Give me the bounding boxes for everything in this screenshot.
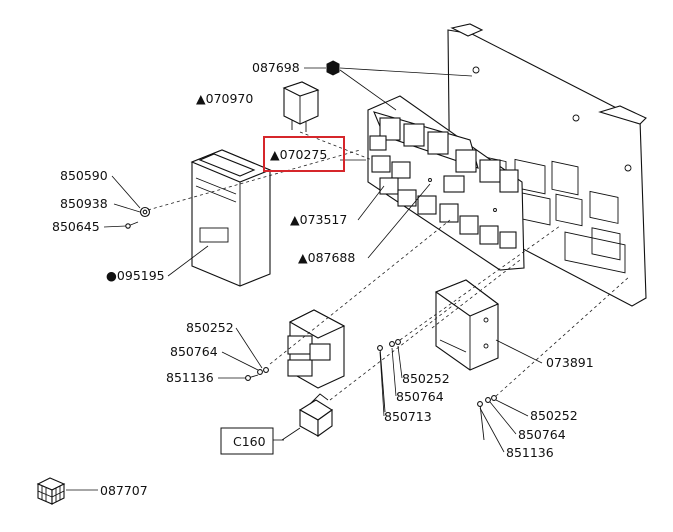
relay-070970: [282, 81, 320, 132]
hardware-left: [125, 206, 151, 229]
label-850252-right[interactable]: 850252: [530, 408, 578, 423]
label-073891[interactable]: 073891: [546, 355, 594, 370]
label-850713[interactable]: 850713: [384, 409, 432, 424]
label-850938[interactable]: 850938: [60, 196, 108, 211]
label-850252-mid[interactable]: 850252: [402, 371, 450, 386]
connector-label-box: [220, 427, 274, 455]
hex-callout-icon: [326, 60, 340, 76]
label-087688[interactable]: ▲087688: [298, 250, 355, 265]
hardware-mid: [377, 339, 401, 413]
label-850645[interactable]: 850645: [52, 219, 100, 234]
cover-box: [434, 279, 500, 371]
hardware-lower-left: [245, 367, 269, 381]
leader-lines: [66, 67, 543, 491]
label-087707[interactable]: 087707: [100, 483, 148, 498]
label-073517[interactable]: ▲073517: [290, 212, 347, 227]
highlight-box: [263, 136, 345, 172]
label-851136-left[interactable]: 851136: [166, 370, 214, 385]
label-850252-left[interactable]: 850252: [186, 320, 234, 335]
connector-plug: [281, 393, 333, 441]
label-851136-right[interactable]: 851136: [506, 445, 554, 460]
label-095195[interactable]: ●095195: [106, 268, 165, 283]
cube-block-icon: [36, 477, 66, 505]
label-850764-right[interactable]: 850764: [518, 427, 566, 442]
control-module: [190, 149, 272, 287]
label-070970[interactable]: ▲070970: [196, 91, 253, 106]
label-087698[interactable]: 087698: [252, 60, 300, 75]
label-c160[interactable]: C160: [233, 434, 266, 449]
label-850764-left[interactable]: 850764: [170, 344, 218, 359]
label-850590[interactable]: 850590: [60, 168, 108, 183]
relay-board: [367, 95, 525, 271]
label-070275[interactable]: ▲070275: [270, 147, 327, 162]
relay-housing: [287, 309, 346, 389]
label-850764-mid[interactable]: 850764: [396, 389, 444, 404]
